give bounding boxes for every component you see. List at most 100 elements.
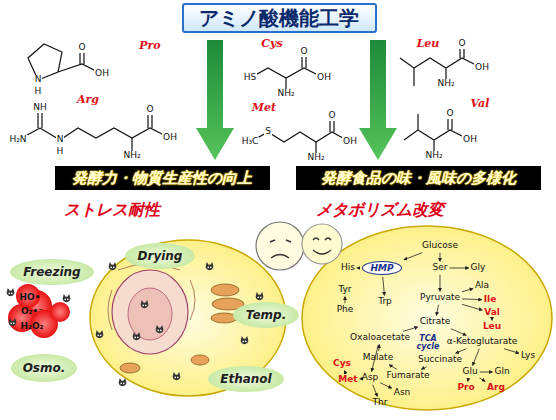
atom-label: O — [327, 111, 336, 120]
metabolite-label: Asp — [362, 373, 379, 382]
metabolite-label: Phe — [337, 305, 354, 314]
atom-label: S — [264, 127, 272, 136]
theme-band: 発酵食品の味・風味の多様化 — [296, 166, 541, 190]
pathway-arrow — [344, 371, 346, 374]
node-text: Temp. — [246, 308, 286, 322]
atom-label: O — [77, 43, 86, 52]
amino-acid-name: Pro — [139, 40, 160, 52]
metabolite-label: Trp — [378, 297, 392, 306]
metabolite-label: Thr — [373, 398, 388, 407]
metabolite-label: Fumarate — [387, 371, 430, 380]
node-text: Osmo. — [23, 361, 66, 375]
metabolite-label: Glu — [462, 367, 477, 376]
atom-label: O — [145, 105, 154, 114]
metabolic-cell — [302, 224, 552, 410]
pathway-arrow — [357, 268, 360, 269]
metabolite-label: Met — [338, 375, 357, 384]
pathway-arrow — [480, 372, 493, 373]
amino-acid-name: Cys — [261, 38, 282, 50]
pathway-arrow — [359, 378, 360, 379]
atom-label: H₃C — [241, 137, 260, 146]
atom-label: NH₂ — [436, 79, 455, 88]
section-heading: ストレス耐性 — [64, 202, 160, 219]
stressed-cell — [7, 222, 304, 396]
pathway-arrow — [436, 305, 438, 316]
pathway-arrow — [504, 349, 519, 354]
pathway-arrow — [451, 329, 466, 336]
atom-label: N — [34, 75, 43, 84]
pathway-arrow — [439, 275, 440, 292]
atom-label: H₂N — [8, 135, 27, 144]
pathway-arrow — [373, 385, 378, 397]
atom-label: N — [56, 135, 65, 144]
pathway-arrow — [421, 367, 426, 370]
atom-label: NH — [32, 103, 48, 112]
atom-label: HS — [243, 73, 257, 82]
atom-label: NH₂ — [306, 153, 325, 162]
atom-label: OH — [462, 135, 478, 144]
atom-label: O — [445, 109, 454, 118]
pathway-oval: HMP — [362, 261, 402, 275]
down-arrow — [196, 40, 234, 160]
atom-label: OH — [342, 137, 358, 146]
stress-oval: Temp. — [233, 302, 299, 328]
pathway-arrow — [389, 365, 397, 370]
title-box: アミノ酸機能工学 — [182, 3, 377, 33]
metabolite-label: Cys — [333, 359, 351, 368]
atom-label: OH — [162, 133, 178, 142]
amino-acid-name: Val — [471, 98, 490, 110]
node-text: 発酵力・物質生産性の向上 — [72, 169, 252, 188]
metabolite-label: Ser — [433, 263, 448, 272]
metabolite-label: Oxaloacetate — [350, 333, 410, 342]
metabolite-label: α-Ketoglutarate — [447, 337, 517, 346]
pathway-arrow — [473, 349, 480, 366]
metabolite-label: Val — [484, 308, 500, 317]
atom-label: O — [457, 39, 466, 48]
pathway-arrow — [462, 298, 482, 300]
node-text: Drying — [138, 249, 183, 263]
ros-label: H₂O₂ — [20, 322, 43, 331]
amino-acid-name: Met — [252, 102, 276, 114]
metabolite-label: Malate — [363, 353, 393, 362]
atom-label: OH — [94, 69, 110, 78]
metabolite-label: Arg — [487, 383, 505, 392]
metabolite-label: Asn — [394, 388, 411, 397]
structural-formula — [18, 44, 482, 158]
pathway-arrow — [344, 297, 345, 304]
node-text: HMP — [370, 263, 393, 273]
metabolite-label: Gly — [471, 263, 486, 272]
atom-label: H — [34, 87, 43, 96]
atom-label: NH₂ — [424, 151, 443, 160]
section-heading: メタボリズム改変 — [316, 202, 444, 219]
node-text: アミノ酸機能工学 — [199, 5, 359, 32]
node-text: Freezing — [23, 265, 80, 279]
metabolite-label: Leu — [483, 322, 501, 331]
metabolite-label: Glucose — [422, 241, 458, 250]
stress-oval: Drying — [125, 243, 195, 269]
theme-band: 発酵力・物質生産性の向上 — [55, 166, 270, 190]
atom-label: H — [56, 147, 65, 156]
atom-label: O — [299, 47, 308, 56]
pathway-arrow — [404, 253, 422, 260]
pathway-arrow — [467, 379, 469, 382]
metabolite-label: His — [341, 263, 355, 272]
stress-oval: Ethanol — [208, 366, 284, 392]
atom-label: OH — [474, 63, 490, 72]
metabolite-label: Lys — [521, 351, 535, 360]
atom-label: NH₂ — [276, 89, 295, 98]
pathway-arrow — [462, 289, 473, 292]
pathway-arrow — [449, 268, 468, 269]
pathway-arrow — [456, 349, 467, 354]
ros-label: HO• — [20, 293, 41, 302]
pathway-arrow — [491, 319, 492, 321]
pathway-arrow — [403, 327, 418, 331]
metabolite-label: Pro — [457, 383, 474, 392]
metabolite-label: Ala — [475, 281, 489, 290]
pathway-arrow — [462, 304, 482, 310]
pathway-arrow — [383, 277, 385, 295]
metabolite-label: TCA cycle — [414, 335, 442, 352]
amino-acid-name: Leu — [417, 38, 440, 50]
atom-label: NH₂ — [122, 151, 141, 160]
metabolite-label: Gln — [494, 367, 509, 376]
